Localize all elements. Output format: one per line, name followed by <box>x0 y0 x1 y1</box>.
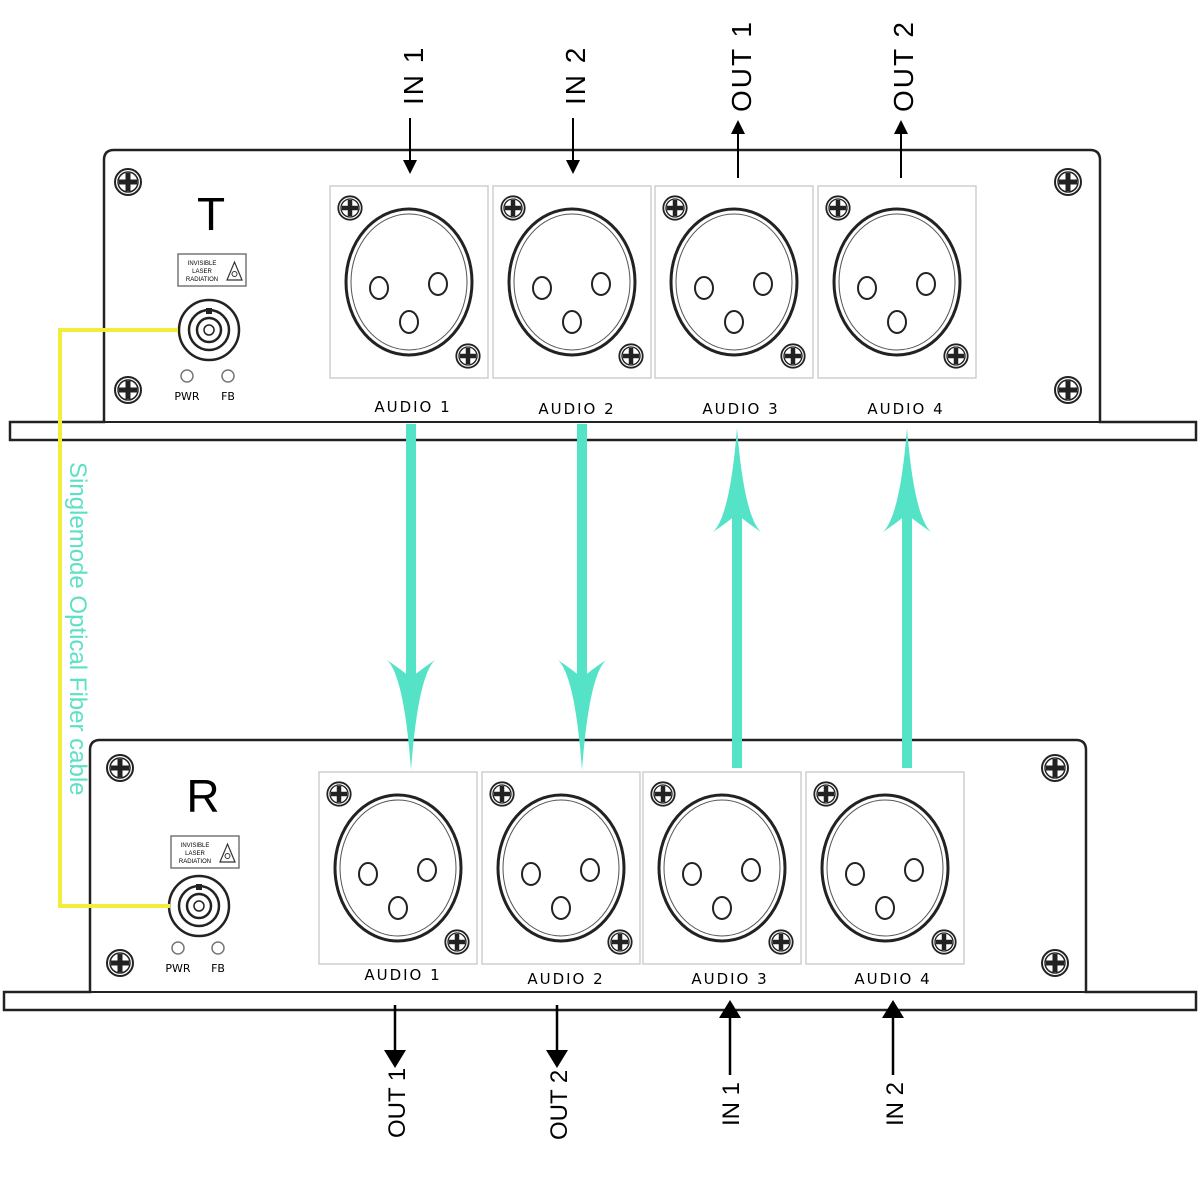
screw-icon <box>114 376 142 404</box>
link-arrow-audio-4 <box>902 510 912 768</box>
fiber-port-icon <box>167 874 231 938</box>
xlr-connector-icon <box>482 772 640 964</box>
fiber-cable: Singlemode Optical Fiber cable <box>58 328 178 908</box>
pwr-led <box>171 941 185 955</box>
signal-label-in-2: IN 2 <box>560 46 591 105</box>
link-arrow-audio-1 <box>406 424 416 684</box>
signal-label-in-2: IN 2 <box>882 1082 909 1126</box>
fb-label: FB <box>221 390 235 403</box>
port-label-audio-2: AUDIO 2 <box>527 970 604 988</box>
port-label-audio-1: AUDIO 1 <box>364 966 441 984</box>
laser-warning-label: INVISIBLE LASER RADIATION <box>170 835 240 869</box>
fb-led <box>221 369 235 383</box>
fiber-cable-label: Singlemode Optical Fiber cable <box>64 462 91 796</box>
signal-label-out-2: OUT 2 <box>888 20 919 112</box>
screw-icon <box>106 754 134 782</box>
signal-label-in-1: IN 1 <box>718 1082 745 1126</box>
screw-icon <box>1041 949 1069 977</box>
signal-label-out-1: OUT 1 <box>726 20 757 112</box>
port-label-audio-4: AUDIO 4 <box>854 970 931 988</box>
svg-text:INVISIBLE: INVISIBLE <box>181 843 210 849</box>
port-label-audio-4: AUDIO 4 <box>867 400 944 418</box>
xlr-connector-icon <box>319 772 477 964</box>
port-label-audio-2: AUDIO 2 <box>538 400 615 418</box>
unit-letter: T <box>197 188 225 240</box>
transmitter-unit: T INVISIBLE LASER RADIATION PWR FB AUDIO… <box>8 148 1198 442</box>
svg-text:RADIATION: RADIATION <box>186 277 218 283</box>
unit-letter: R <box>186 770 219 822</box>
port-label-audio-1: AUDIO 1 <box>374 398 451 416</box>
xlr-connector-icon <box>655 186 813 378</box>
signal-label-out-2: OUT 2 <box>546 1070 573 1140</box>
pwr-led <box>180 369 194 383</box>
port-label-audio-3: AUDIO 3 <box>702 400 779 418</box>
screw-icon <box>1054 376 1082 404</box>
fb-label: FB <box>211 962 225 975</box>
signal-label-out-1: OUT 1 <box>384 1068 411 1138</box>
svg-text:LASER: LASER <box>185 851 205 857</box>
fiber-port-icon <box>177 298 241 362</box>
screw-icon <box>1041 754 1069 782</box>
xlr-connector-icon <box>818 186 976 378</box>
audio-link-arrows <box>387 424 931 770</box>
pwr-label: PWR <box>165 962 191 975</box>
xlr-connector-icon <box>330 186 488 378</box>
screw-icon <box>106 949 134 977</box>
link-arrow-audio-3 <box>732 510 742 768</box>
transmitter-signal-arrows: IN 1 IN 2 OUT 1 OUT 2 <box>398 20 919 178</box>
svg-text:RADIATION: RADIATION <box>179 859 211 865</box>
screw-icon <box>1054 168 1082 196</box>
screw-icon <box>114 168 142 196</box>
port-label-audio-3: AUDIO 3 <box>691 970 768 988</box>
receiver-unit: R INVISIBLE LASER RADIATION PWR FB AUDIO… <box>2 738 1198 1012</box>
svg-text:INVISIBLE: INVISIBLE <box>188 261 217 267</box>
pwr-label: PWR <box>174 390 200 403</box>
svg-text:LASER: LASER <box>192 269 212 275</box>
signal-label-in-1: IN 1 <box>398 46 429 105</box>
xlr-connector-icon <box>643 772 801 964</box>
link-arrow-audio-2 <box>577 424 587 684</box>
xlr-connector-icon <box>493 186 651 378</box>
xlr-connector-icon <box>806 772 964 964</box>
laser-warning-label: INVISIBLE LASER RADIATION <box>177 253 247 287</box>
fb-led <box>211 941 225 955</box>
receiver-signal-arrows: OUT 1 OUT 2 IN 1 IN 2 <box>384 1000 909 1140</box>
